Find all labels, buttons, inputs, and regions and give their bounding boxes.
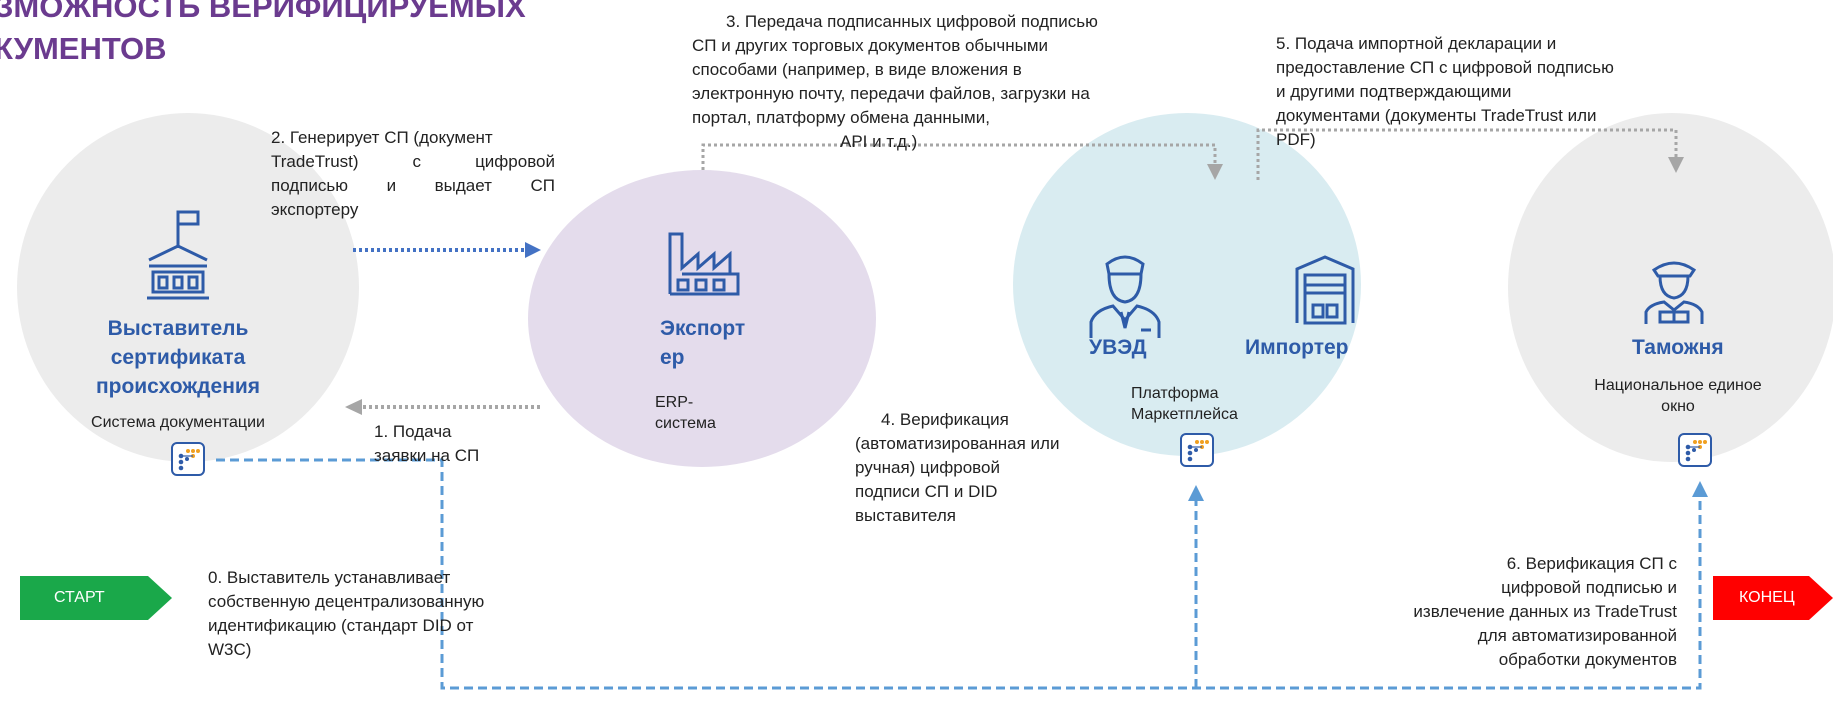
end-badge: КОНЕЦ bbox=[1713, 576, 1833, 620]
step-5-line: документами (документы TradeTrust или bbox=[1276, 106, 1597, 125]
step-0-line: собственную децентрализованную bbox=[208, 592, 485, 611]
step-4-line: подписи СП и DID bbox=[855, 482, 998, 501]
step-2-line: TradeTrust) с цифровой bbox=[271, 152, 555, 171]
factory-icon bbox=[668, 232, 740, 296]
step-2-line: 2. Генерирует СП (документ bbox=[271, 128, 493, 147]
step-5-line: и другими подтверждающими bbox=[1276, 82, 1512, 101]
start-badge: СТАРТ bbox=[20, 576, 172, 620]
uved-label: УВЭД bbox=[1089, 336, 1147, 359]
tradetrust-icon bbox=[1180, 433, 1214, 467]
exporter-node-circle bbox=[528, 170, 876, 467]
step-3-line: электронную почту, передачи файлов, загр… bbox=[692, 84, 1090, 103]
step-0-line: 0. Выставитель устанавливает bbox=[208, 568, 451, 587]
warehouse-icon bbox=[1295, 255, 1355, 325]
step-3-text: 3. Передача подписанных цифровой подпись… bbox=[692, 10, 1212, 154]
step-6-line: извлечение данных из TradeTrust bbox=[1413, 602, 1677, 621]
arrow-step-1-head bbox=[345, 399, 362, 415]
step-0-text: 0. Выставитель устанавливает собственную… bbox=[208, 566, 548, 662]
customs-window-line-2: окно bbox=[1661, 398, 1695, 415]
step-6-text: 6. Верификация СП с цифровой подписью и … bbox=[1316, 552, 1677, 672]
step-4-text: 4. Верификация (автоматизированная или р… bbox=[855, 408, 1115, 528]
customs-window-line-1: Национальное единое bbox=[1594, 377, 1762, 394]
step-3-line: СП и других торговых документов обычными bbox=[692, 36, 1049, 55]
step-2-line: экспортеру bbox=[271, 200, 359, 219]
title-line-1: ЗМОЖНОСТЬ ВЕРИФИЦИРУЕМЫХ bbox=[0, 0, 526, 24]
step-1-line: заявки на СП bbox=[374, 446, 480, 465]
step-5-line: 5. Подача импортной декларации и bbox=[1276, 34, 1557, 53]
exporter-label-line-2: ер bbox=[660, 346, 685, 369]
arrow-step-5-head bbox=[1668, 157, 1684, 173]
arrow-step-3-head bbox=[1207, 164, 1223, 180]
step-5-line: PDF) bbox=[1276, 130, 1316, 149]
step-6-line: 6. Верификация СП с bbox=[1506, 554, 1677, 573]
customs-node-circle bbox=[1508, 113, 1833, 462]
start-label: СТАРТ bbox=[54, 589, 105, 606]
step-0-line: W3C) bbox=[208, 640, 252, 659]
step-0-line: идентификацию (стандарт DID от bbox=[208, 616, 474, 635]
step-5-line: предоставление СП с цифровой подписью bbox=[1276, 58, 1614, 77]
issuer-label-line-3: происхождения bbox=[95, 375, 261, 398]
step-3-line: 3. Передача подписанных цифровой подпись… bbox=[726, 12, 1098, 31]
exporter-system-line-1: ERP- bbox=[655, 394, 694, 411]
importer-label: Импортер bbox=[1245, 336, 1349, 359]
step-3-line: API и т.д.) bbox=[840, 132, 918, 151]
tradetrust-icon bbox=[171, 442, 205, 476]
building-flag-icon bbox=[147, 210, 209, 300]
step-1-line: 1. Подача bbox=[374, 422, 452, 441]
issuer-label-line-2: сертификата bbox=[110, 346, 246, 369]
step-4-line: 4. Верификация bbox=[881, 410, 1009, 429]
step-5-text: 5. Подача импортной декларации и предост… bbox=[1276, 32, 1696, 152]
issuer-label-line-1: Выставитель bbox=[107, 317, 249, 340]
exporter-system-line-2: система bbox=[655, 415, 716, 432]
importer-node-circle bbox=[1013, 113, 1361, 456]
step-2-line: подписью и выдает СП bbox=[271, 176, 555, 195]
step-4-line: ручная) цифровой bbox=[855, 458, 1000, 477]
issuer-label: Выставитель сертификата происхождения bbox=[78, 314, 278, 401]
customs-label: Таможня bbox=[1632, 336, 1724, 359]
did-arrow-platform-head bbox=[1188, 485, 1204, 501]
officer-icon bbox=[1089, 255, 1161, 338]
step-6-line: цифровой подписью и bbox=[1501, 578, 1677, 597]
arrow-step-2-head bbox=[525, 242, 541, 258]
exporter-system: ERP- система bbox=[655, 392, 745, 434]
step-4-line: (автоматизированная или bbox=[855, 434, 1060, 453]
end-label: КОНЕЦ bbox=[1739, 589, 1795, 606]
customs-window-label: Национальное единое окно bbox=[1588, 375, 1768, 417]
step-2-text: 2. Генерирует СП (документ TradeTrust) с… bbox=[271, 126, 555, 222]
arrow-step-3 bbox=[701, 143, 1217, 170]
step-1-text: 1. Подача заявки на СП bbox=[374, 420, 524, 468]
step-3-line: портал, платформу обмена данными, bbox=[692, 108, 990, 127]
title-line-2: КУМЕНТОВ bbox=[0, 31, 167, 66]
arrow-step-5 bbox=[1256, 128, 1678, 180]
end-arrow-shape bbox=[1713, 576, 1833, 620]
tradetrust-icon bbox=[1678, 433, 1712, 467]
exporter-label: Экспорт ер bbox=[660, 314, 770, 372]
start-arrow-shape bbox=[20, 576, 172, 620]
platform-label-line-2: Маркетплейса bbox=[1131, 406, 1238, 423]
exporter-label-line-1: Экспорт bbox=[660, 317, 746, 340]
did-arrow-customs-head bbox=[1692, 481, 1708, 497]
did-verification-loop bbox=[216, 458, 1702, 690]
platform-label: Платформа Маркетплейса bbox=[1131, 383, 1271, 425]
customs-officer-icon bbox=[1644, 261, 1704, 324]
step-4-line: выставителя bbox=[855, 506, 956, 525]
platform-label-line-1: Платформа bbox=[1131, 385, 1219, 402]
step-3-line: способами (например, в виде вложения в bbox=[692, 60, 1022, 79]
step-6-line: для автоматизированной bbox=[1477, 626, 1677, 645]
step-6-line: обработки документов bbox=[1498, 650, 1677, 669]
page-title: ЗМОЖНОСТЬ ВЕРИФИЦИРУЕМЫХ КУМЕНТОВ bbox=[0, 0, 526, 70]
issuer-system: Система документации bbox=[91, 414, 265, 431]
